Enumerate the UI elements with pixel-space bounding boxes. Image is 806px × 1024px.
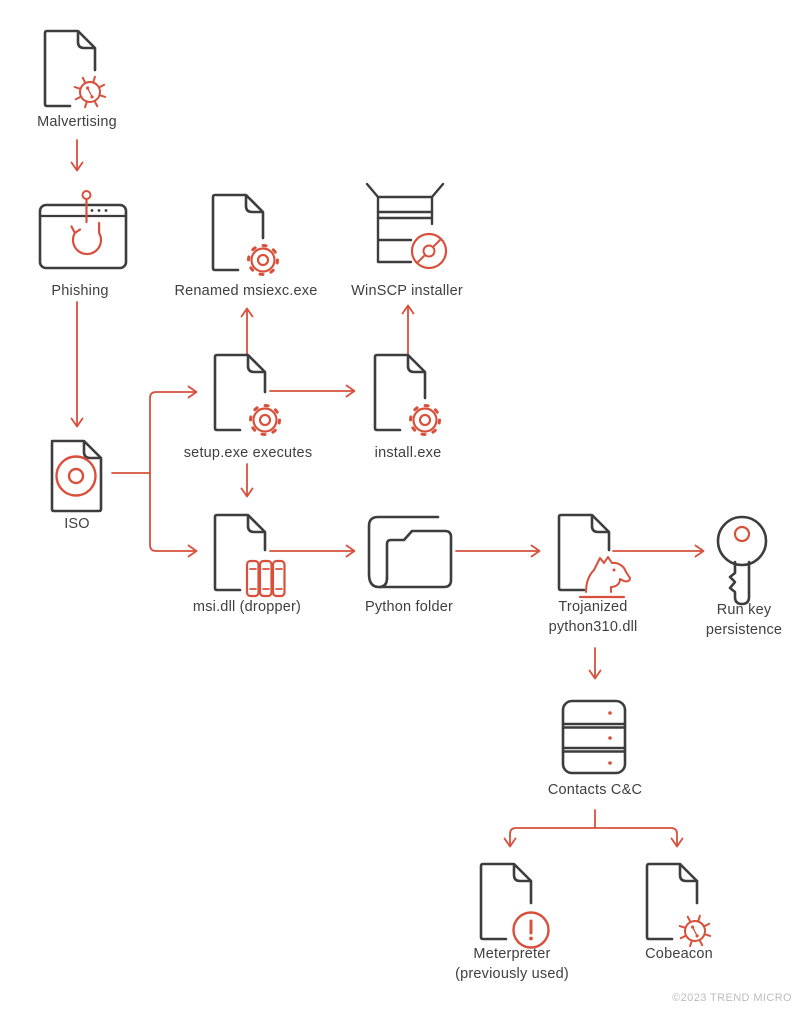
node-label-setup-exe: setup.exe executes (183, 445, 313, 461)
document-bug-icon (640, 859, 722, 953)
edge-iso-setup (149, 385, 198, 474)
node-label-winscp-installer: WinSCP installer (351, 283, 463, 299)
node-label-python-folder: Python folder (364, 599, 454, 615)
document-bug-icon (38, 26, 120, 120)
node-label-install-exe: install.exe (374, 445, 442, 461)
node-label-meterpreter: Meterpreter (previously used) (455, 946, 569, 982)
browser-hook-icon (35, 182, 131, 278)
node-label-renamed-msiexc: Renamed msiexc.exe (174, 283, 318, 299)
document-gear-icon (368, 350, 450, 444)
node-label-run-key: Run key persistence (705, 602, 783, 638)
document-gear-icon (206, 190, 288, 284)
package-disc-icon (362, 178, 452, 278)
document-alert-icon (474, 859, 556, 953)
edge-iso-msidll (149, 472, 198, 558)
edge-cc-meterpreter (503, 827, 596, 848)
folder-icon (366, 514, 454, 592)
key-icon (714, 512, 772, 608)
node-label-malvertising: Malvertising (37, 114, 117, 130)
node-label-phishing: Phishing (51, 283, 109, 299)
document-gear-icon (208, 350, 290, 444)
node-label-iso: ISO (64, 516, 90, 532)
node-label-trojanized-python310: Trojanized python310.dll (548, 599, 638, 635)
node-label-msi-dll: msi.dll (dropper) (192, 599, 302, 615)
copyright-text: ©2023 TREND MICRO (672, 992, 792, 1004)
document-library-icon (208, 510, 290, 604)
edge-cc-cobeacon (594, 827, 684, 848)
node-label-contacts-cc: Contacts C&C (547, 782, 643, 798)
server-icon (560, 698, 628, 778)
document-trojan-icon (552, 510, 636, 606)
document-disc-icon (44, 436, 108, 520)
node-label-cobeacon: Cobeacon (645, 946, 713, 962)
